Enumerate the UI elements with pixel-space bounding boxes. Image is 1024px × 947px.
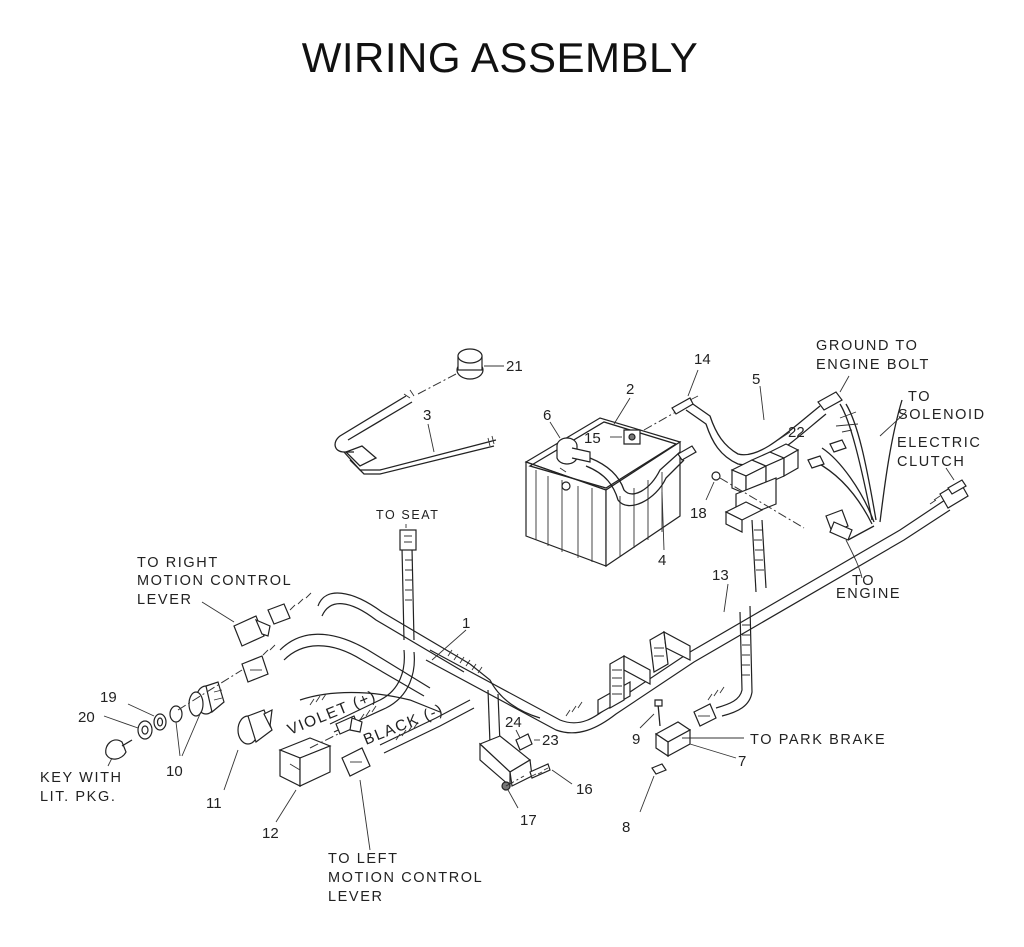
- callout-15: 15: [584, 430, 601, 447]
- ground-solenoid-leads: [807, 375, 955, 541]
- label-right-line1: TO RIGHT: [137, 555, 219, 571]
- violet-black-connectors: [335, 715, 371, 777]
- park-brake-connector: [693, 703, 717, 727]
- part-16-screw: [529, 763, 573, 785]
- part-4-cable: [585, 445, 697, 551]
- part-12-hour-meter: [275, 733, 339, 823]
- callout-1: 1: [462, 615, 470, 632]
- part-19-washer: [127, 703, 167, 731]
- callout-12: 12: [262, 825, 279, 842]
- part-21-grommet: [456, 348, 504, 380]
- callout-9: 9: [632, 731, 640, 748]
- part-11-light: [223, 708, 273, 791]
- callout-7: 7: [738, 753, 746, 770]
- callout-8: 8: [622, 819, 630, 836]
- callout-18: 18: [690, 505, 707, 522]
- label-ground-line1: GROUND TO: [816, 338, 918, 354]
- part-18-screw: [705, 471, 805, 529]
- label-solenoid-line1: TO: [908, 389, 931, 405]
- label-right-line3: LEVER: [137, 592, 193, 608]
- callout-4: 4: [658, 552, 666, 569]
- callout-21: 21: [506, 358, 523, 375]
- part-6-terminal-cover: [556, 437, 591, 473]
- callout-22: 22: [788, 424, 805, 441]
- label-key-line2: LIT. PKG.: [40, 789, 116, 805]
- part-14-bolt: [671, 369, 699, 415]
- leader-6: [549, 421, 561, 439]
- leader-13: [723, 583, 729, 613]
- label-left-line3: LEVER: [328, 889, 384, 905]
- label-left-line2: MOTION CONTROL: [328, 870, 483, 886]
- part-10-key-switch: [169, 669, 243, 757]
- label-key-line1: KEY WITH: [40, 770, 123, 786]
- part-3-bracket: [334, 389, 497, 475]
- callout-3: 3: [423, 407, 431, 424]
- callout-20: 20: [78, 709, 95, 726]
- label-engine-line1: TO: [852, 573, 875, 589]
- main-harness: [279, 499, 951, 754]
- part-2-battery: [524, 417, 682, 568]
- callout-10: 10: [166, 763, 183, 780]
- key: [105, 739, 133, 767]
- seat-connector: [399, 524, 417, 551]
- part-17-nut: [501, 775, 525, 809]
- right-motion-connector: [201, 601, 291, 647]
- label-clutch-line2: CLUTCH: [897, 454, 965, 470]
- part-8-clip: [639, 763, 667, 813]
- part-20-washer: [103, 715, 153, 740]
- callout-16: 16: [576, 781, 593, 798]
- part-5-cable: [643, 391, 843, 466]
- part-7-switch: [654, 721, 744, 759]
- label-ground-line2: ENGINE BOLT: [816, 357, 930, 373]
- part-9-screw: [639, 699, 663, 729]
- part-24-connector: [515, 729, 533, 751]
- label-black: BLACK (-): [361, 701, 446, 749]
- callout-6: 6: [543, 407, 551, 424]
- label-solenoid-line2: SOLENOID: [898, 407, 986, 423]
- engine-connector: [825, 509, 863, 579]
- callout-14: 14: [694, 351, 711, 368]
- label-left-line1: TO LEFT: [328, 851, 399, 867]
- callout-5: 5: [752, 371, 760, 388]
- callout-24: 24: [505, 714, 522, 731]
- callout-17: 17: [520, 812, 537, 829]
- harness-loom-texture: [262, 529, 764, 741]
- leader-5: [759, 385, 765, 421]
- clutch-connector: [929, 479, 969, 509]
- label-clutch-line1: ELECTRIC: [897, 435, 982, 451]
- harness-connector-block: [597, 630, 691, 716]
- leader-2: [613, 397, 631, 425]
- callout-2: 2: [626, 381, 634, 398]
- key-switch-connector: [241, 655, 269, 683]
- label-park-brake: TO PARK BRAKE: [750, 732, 886, 748]
- callout-13: 13: [712, 567, 729, 584]
- callout-23: 23: [542, 732, 559, 749]
- label-engine-line2: ENGINE: [836, 586, 901, 602]
- leader-1: [431, 629, 467, 661]
- label-seat: TO SEAT: [376, 508, 440, 522]
- label-right-line2: MOTION CONTROL: [137, 573, 292, 589]
- part-22-relays: [724, 431, 800, 533]
- part-15-bolt: [610, 429, 641, 445]
- callout-11: 11: [206, 795, 222, 812]
- callout-19: 19: [100, 689, 117, 706]
- page-title: WIRING ASSEMBLY: [301, 34, 699, 81]
